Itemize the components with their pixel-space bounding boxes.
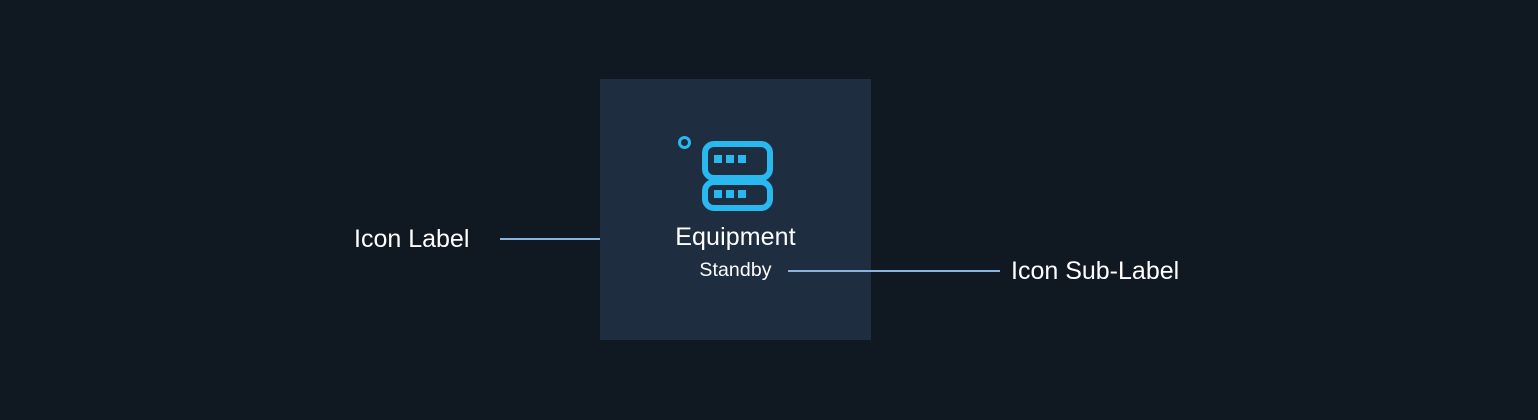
icon-subtitle: Standby bbox=[699, 259, 772, 281]
rack-led bbox=[738, 155, 746, 163]
server-rack-icon bbox=[678, 136, 778, 211]
leader-line-right bbox=[788, 270, 1000, 272]
leader-line-left bbox=[500, 238, 660, 240]
rack-led bbox=[726, 190, 734, 198]
rack-led bbox=[714, 190, 722, 198]
equipment-icon-card[interactable]: Equipment Standby bbox=[600, 79, 871, 340]
status-ring-icon bbox=[678, 136, 691, 149]
rack-unit-bottom bbox=[702, 179, 773, 211]
rack-led bbox=[738, 190, 746, 198]
rack-unit-top bbox=[702, 141, 773, 181]
rack-led bbox=[726, 155, 734, 163]
annotation-label-right: Icon Sub-Label bbox=[1011, 257, 1180, 285]
annotation-label-left: Icon Label bbox=[354, 225, 470, 253]
rack-led bbox=[714, 155, 722, 163]
icon-title: Equipment bbox=[675, 223, 796, 251]
